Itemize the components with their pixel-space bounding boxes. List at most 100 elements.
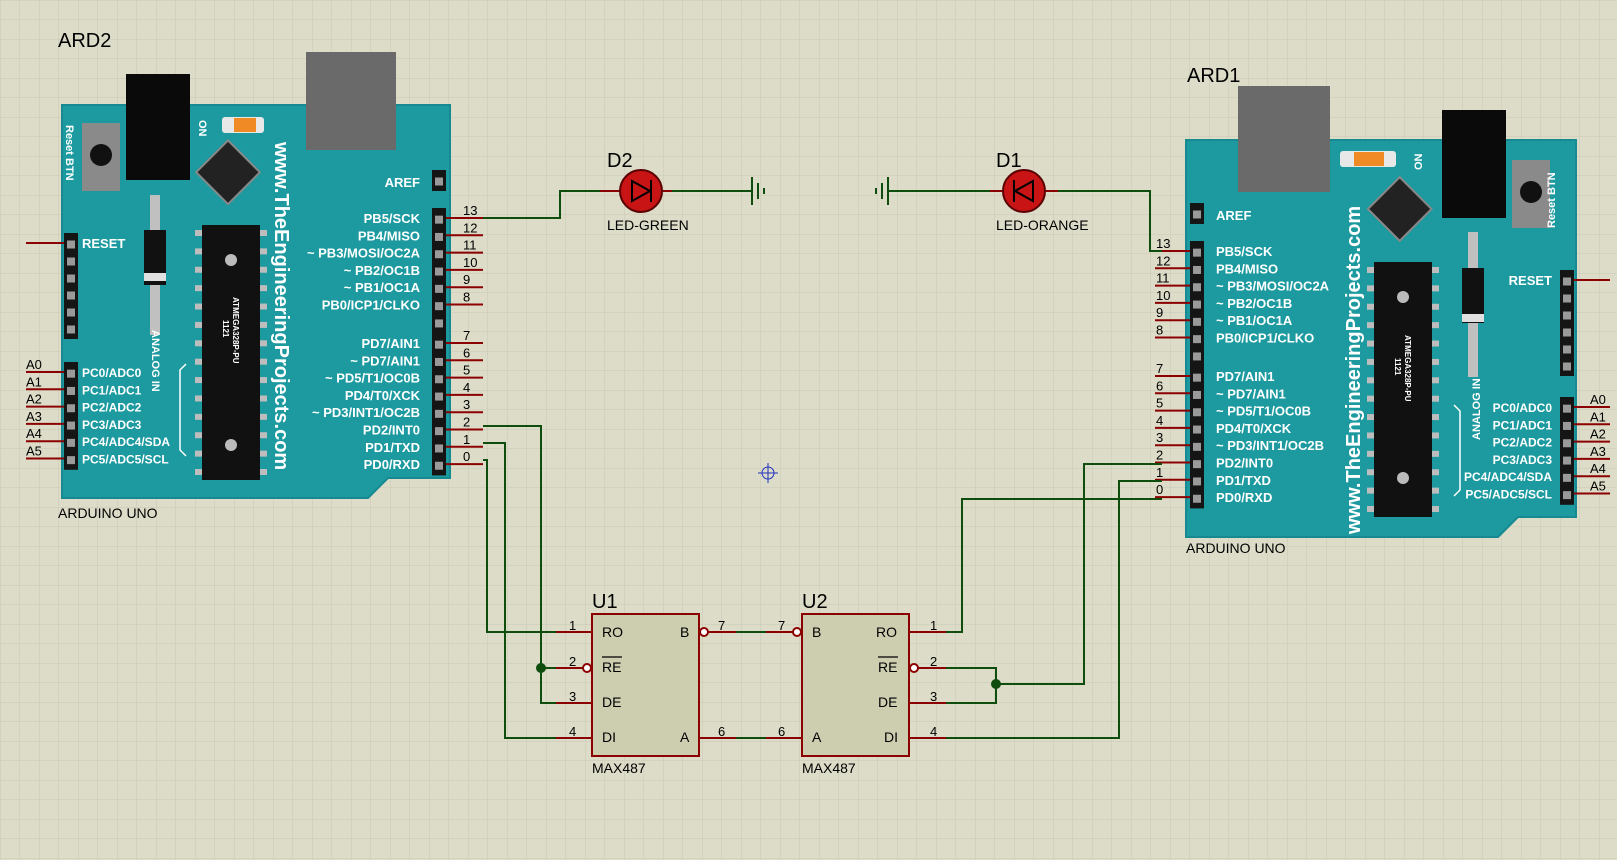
header-socket (435, 319, 443, 328)
u1-pin-di: DI (602, 729, 616, 745)
wire-ard2-13-d2 (483, 190, 600, 219)
header-socket (1563, 404, 1571, 413)
wire-junction-u1 (536, 663, 546, 673)
chip-pin (260, 413, 267, 420)
chip-pin (1367, 395, 1374, 402)
led-d1[interactable]: D1 LED-ORANGE (990, 150, 1089, 233)
origin-marker-icon (758, 463, 778, 483)
chip-pin (260, 469, 267, 475)
header-socket (1563, 439, 1571, 448)
chip-pin (260, 285, 267, 292)
ard2-chip-dot (225, 254, 237, 266)
header-socket (67, 438, 75, 447)
header-socket (1193, 210, 1201, 219)
header-socket (67, 274, 75, 283)
ard2-pin-label: PD1/TXD (365, 440, 420, 455)
u2-num-de: 3 (930, 689, 937, 704)
chip-pin (195, 395, 202, 402)
ard1-analog-number: A0 (1590, 392, 1606, 407)
u1-pin-b: B (680, 624, 689, 640)
chip-pin (260, 377, 267, 384)
chip-pin (1432, 450, 1439, 457)
chip-pin (1367, 377, 1374, 384)
ard2-pin-label: PB0/ICP1/CLKO (322, 298, 420, 313)
ard1-pin-number: 6 (1156, 378, 1163, 393)
chip-pin (1432, 487, 1439, 494)
chip-pin (1367, 469, 1374, 476)
chip-pin (1367, 303, 1374, 310)
header-socket (1193, 265, 1201, 274)
header-socket (435, 267, 443, 276)
chip-pin (260, 450, 267, 457)
ard1-reset-label: RESET (1509, 273, 1552, 288)
chip-pin (1432, 469, 1439, 476)
ard1-pin-number: 2 (1156, 448, 1163, 463)
header-socket (67, 291, 75, 300)
u2-b-bubble (792, 627, 802, 637)
ard1-diode-body (1462, 268, 1484, 323)
chip-pin (1367, 340, 1374, 347)
ard1-pin-number: 3 (1156, 430, 1163, 445)
arduino-ard2[interactable]: ARD2 Reset BTN ON 1121 ATMEGA328P-PU www… (26, 30, 483, 521)
led-d2[interactable]: D2 LED-GREEN (600, 150, 689, 233)
wires[interactable] (483, 190, 1162, 739)
ard1-pin-number: 12 (1156, 253, 1170, 268)
u1-ref-label: U1 (592, 591, 618, 613)
ard2-pin-number: 3 (463, 397, 470, 412)
ard1-small-ic (1366, 175, 1433, 243)
ard1-usb-connector (1238, 86, 1330, 192)
header-socket (1193, 390, 1201, 399)
u2-pin-re: RE (878, 659, 897, 675)
header-socket (1563, 311, 1571, 320)
ard2-pin-number: 13 (463, 203, 477, 218)
ard1-pin-label: ~ PD3/INT1/OC2B (1216, 438, 1324, 453)
ard2-analog-label: PC3/ADC3 (82, 418, 142, 432)
chip-pin (1432, 340, 1439, 347)
ard2-reset-button-cap (90, 144, 112, 166)
ard1-chip-name: ATMEGA328P-PU (1403, 335, 1412, 402)
header-socket (435, 302, 443, 311)
chip-pin (195, 285, 202, 292)
chip-pin (1432, 377, 1439, 384)
header-socket (1563, 456, 1571, 465)
ard2-pin-number: 9 (463, 272, 470, 287)
u2-num-di: 4 (930, 724, 937, 739)
ard1-analog-label: PC4/ADC4/SDA (1464, 470, 1552, 484)
ard1-pin-label: PB0/ICP1/CLKO (1216, 331, 1314, 346)
ard2-analog-number: A5 (26, 444, 42, 459)
u1-num-di: 4 (569, 724, 576, 739)
ground-symbol-right (875, 177, 990, 205)
ard1-aref-label: AREF (1216, 208, 1251, 223)
ard2-analog-number: A3 (26, 409, 42, 424)
ard1-reset-button-cap (1520, 181, 1542, 203)
u2-part-label: MAX487 (802, 760, 856, 776)
chip-pin (195, 469, 202, 475)
max487-u1[interactable]: U1 RO RE DE DI B A 1 2 3 4 7 6 MAX487 (556, 591, 736, 776)
chip-pin (1367, 285, 1374, 292)
chip-pin (195, 230, 202, 236)
chip-pin (195, 377, 202, 384)
wire-ard2-2-u1-re-de (483, 425, 556, 704)
header-socket (67, 325, 75, 334)
ard1-pin-number: 4 (1156, 413, 1163, 428)
max487-u2[interactable]: U2 B A RO RE DE DI 7 6 1 2 3 4 MAX487 (766, 591, 946, 776)
header-socket (67, 308, 75, 317)
ard2-pin-label: ~ PD7/AIN1 (350, 353, 420, 368)
ard2-pin-number: 2 (463, 415, 470, 430)
header-socket (1193, 425, 1201, 434)
ard1-pin-number: 7 (1156, 361, 1163, 376)
chip-pin (1432, 285, 1439, 292)
ard1-analog-number: A5 (1590, 479, 1606, 494)
header-socket (435, 392, 443, 401)
ard2-analog-number: A4 (26, 426, 42, 441)
ard2-analog-label: PC4/ADC4/SDA (82, 435, 170, 449)
header-socket (1563, 473, 1571, 482)
header-socket (1563, 294, 1571, 303)
ard2-pin-label: ~ PB1/OC1A (344, 280, 421, 295)
arduino-ard1[interactable]: ARD1 Reset BTN ON 1121 ATMEGA328P-PU www… (1155, 65, 1610, 556)
ard2-atmega-chip (202, 225, 260, 480)
chip-pin (260, 230, 267, 236)
ard2-pin-number: 7 (463, 328, 470, 343)
wire-ard2-0-u1-ro (483, 459, 556, 633)
